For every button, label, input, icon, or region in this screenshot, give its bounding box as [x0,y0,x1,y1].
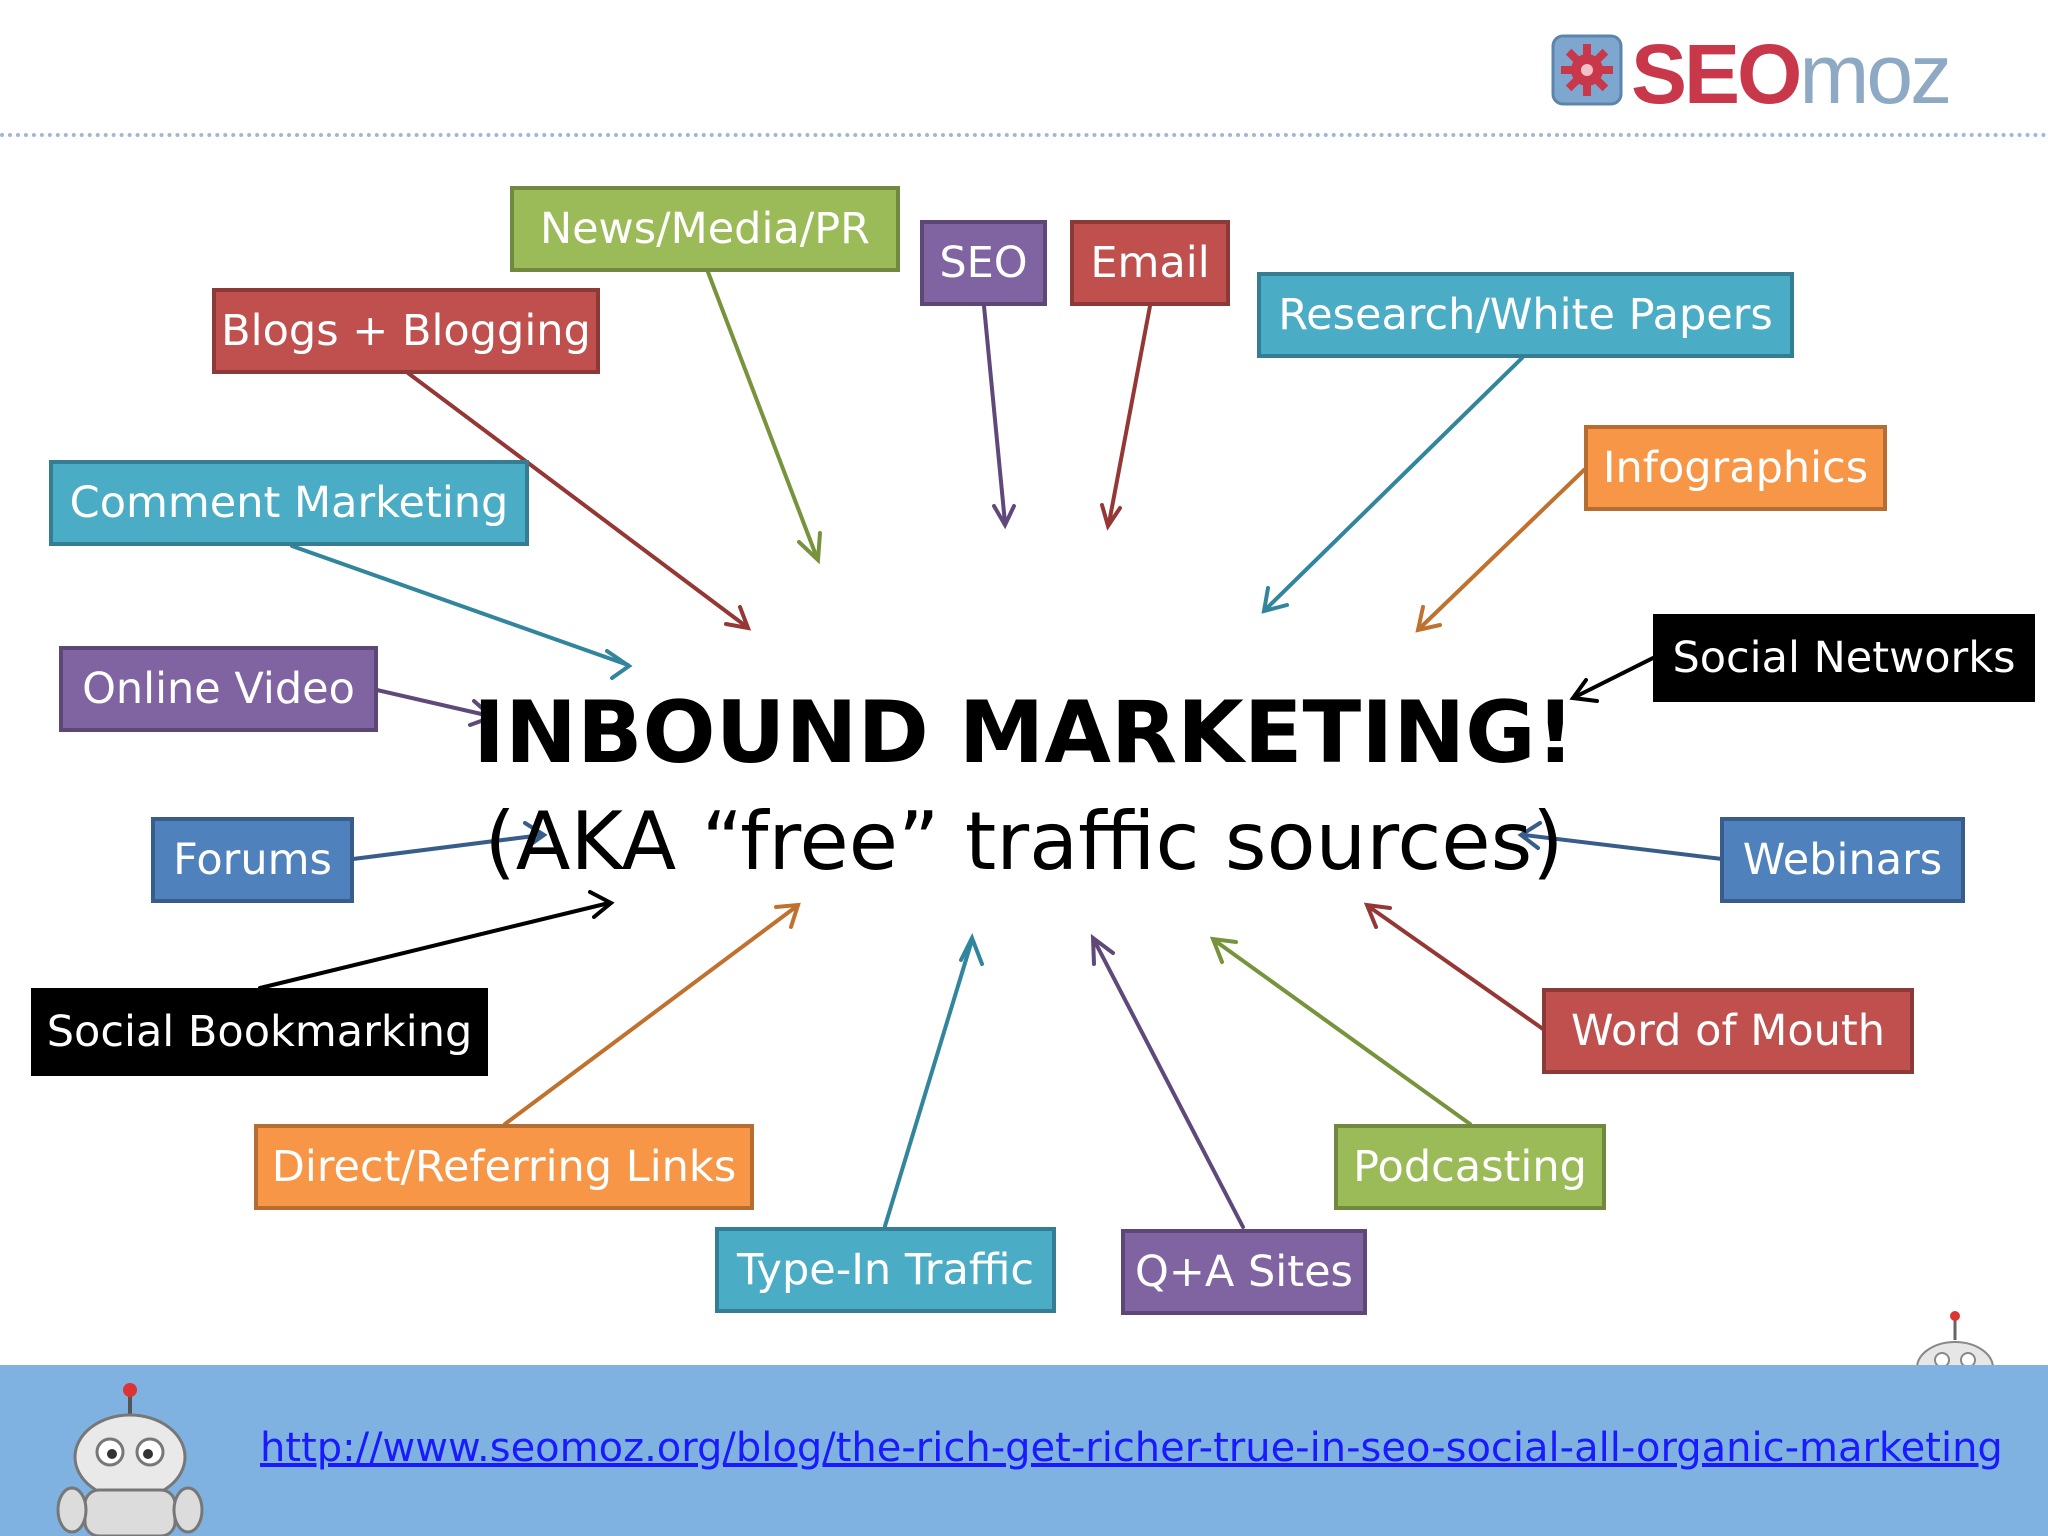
subtitle-text: (AKA “free” traffic sources) [484,795,1564,888]
source-forums: Forums [151,817,354,903]
robot-mascot-icon [56,1383,204,1536]
robot-mascot-small-icon [1916,1311,1994,1370]
source-blogs: Blogs + Blogging [212,288,600,374]
source-word-of-mouth: Word of Mouth [1542,988,1914,1074]
arrow-podcasting [1209,936,1472,1126]
source-qa-sites: Q+A Sites [1121,1229,1367,1315]
header-divider [0,133,2048,137]
source-online-video: Online Video [59,646,378,732]
arrow-type-in [883,933,984,1228]
arrow-webinars [1517,821,1724,861]
source-direct-referring-links: Direct/Referring Links [254,1124,754,1210]
arrow-qa [1090,933,1245,1229]
page-subtitle: (AKA “free” traffic sources) [0,795,2048,888]
arrow-infographics [1415,468,1586,633]
arrow-email [1100,304,1152,531]
source-podcasting: Podcasting [1334,1124,1606,1210]
arrow-news [706,270,822,565]
title-text: INBOUND MARKETING! [473,683,1575,783]
arrow-research [1261,356,1524,614]
arrow-social-bookmarking [258,890,615,990]
source-news-media-pr: News/Media/PR [510,186,900,272]
source-seo: SEO [920,220,1047,306]
arrow-direct-links [503,902,801,1126]
arrow-seo [982,304,1016,530]
logo-seo-text: SEO [1631,27,1802,121]
arrow-word-of-mouth [1363,902,1545,1031]
logo-moz-text: moz [1799,27,1952,121]
source-comment-marketing: Comment Marketing [49,460,529,546]
arrow-comment [290,544,633,680]
arrow-video [375,688,496,727]
source-research: Research/White Papers [1257,272,1794,358]
logo-wordmark: SEOmoz [1631,26,1952,123]
source-social-bookmarking: Social Bookmarking [31,988,488,1076]
arrow-forums [351,821,548,861]
arrow-social-networks [1569,656,1655,703]
arrow-blogs [406,371,752,631]
source-infographics: Infographics [1584,425,1887,511]
source-webinars: Webinars [1720,817,1965,903]
page-title: INBOUND MARKETING! [0,683,2048,783]
footer-bar [0,1365,2048,1536]
gear-icon [1551,34,1623,106]
source-type-in-traffic: Type-In Traffic [715,1227,1056,1313]
source-social-networks: Social Networks [1653,614,2035,702]
footer-source-link[interactable]: http://www.seomoz.org/blog/the-rich-get-… [260,1425,2003,1471]
source-email: Email [1070,220,1230,306]
seomoz-logo: SEOmoz [1551,27,2003,121]
